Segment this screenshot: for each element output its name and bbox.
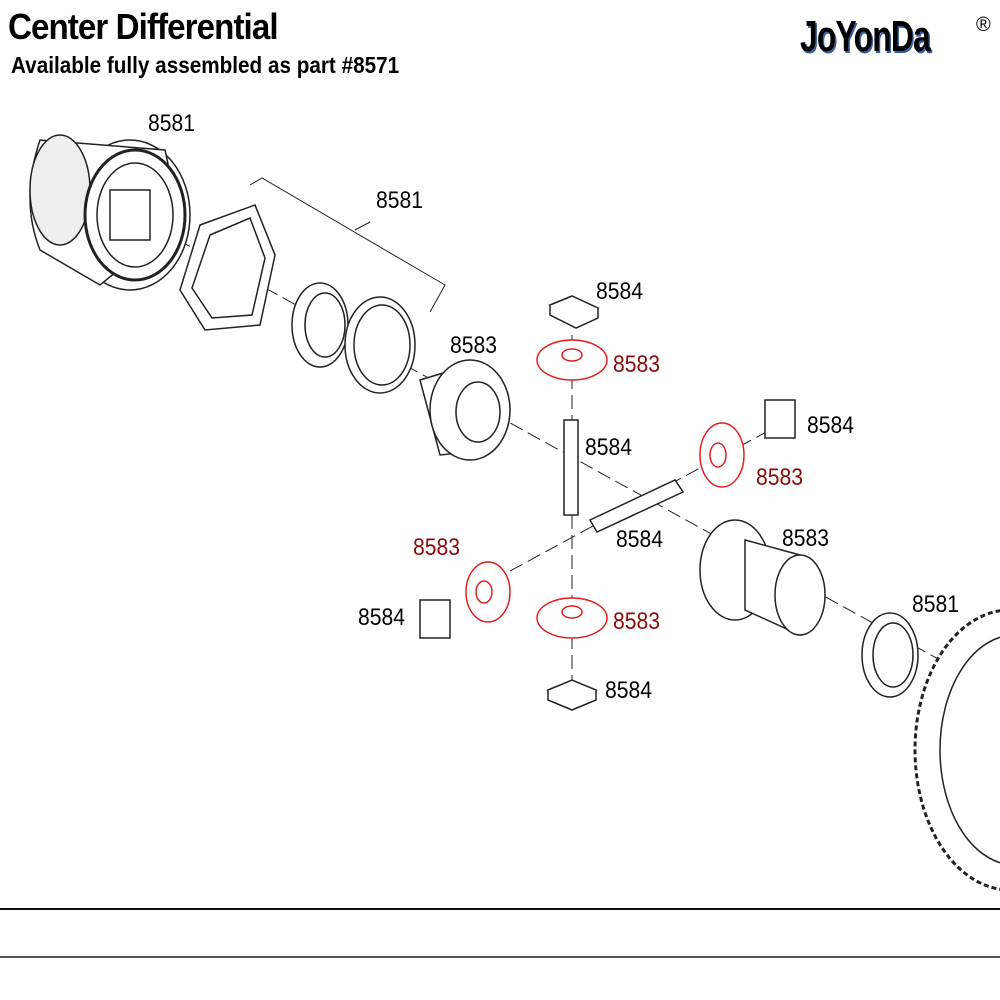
group-bracket [249, 177, 446, 313]
page-title: Center Differential [8, 6, 279, 47]
callout-label: 8584 [596, 278, 643, 305]
callout-label-highlighted: 8583 [613, 351, 660, 378]
registered-mark: ® [976, 14, 991, 36]
shim-washer [344, 296, 416, 394]
callout-label: 8581 [912, 591, 959, 618]
callout-label-highlighted: 8583 [756, 464, 803, 491]
callout-label: 8584 [358, 604, 405, 631]
page-subtitle: Available fully assembled as part #8571 [11, 52, 400, 78]
bevel-gear-left [419, 359, 511, 461]
callout-label: 8583 [450, 332, 497, 359]
divider-line [0, 908, 1000, 910]
callout-label-highlighted: 8583 [613, 608, 660, 635]
seal-ring [291, 282, 349, 368]
cross-pin-diagonal [588, 479, 685, 533]
thrust-washers [419, 295, 796, 711]
callout-label: 8583 [782, 525, 829, 552]
callout-label: 8581 [376, 187, 423, 214]
callout-label-highlighted: 8583 [413, 534, 460, 561]
seal-ring-right [861, 612, 919, 698]
bevel-gear-right [699, 519, 826, 637]
callout-label: 8584 [585, 434, 632, 461]
divider-line [0, 956, 1000, 958]
callout-label: 8584 [616, 526, 663, 553]
callout-label: 8584 [807, 412, 854, 439]
spur-gear [913, 609, 1000, 891]
brand-logo: JoYonDa [800, 12, 931, 61]
cross-pin-vertical [563, 419, 579, 516]
callout-label: 8584 [605, 677, 652, 704]
callout-label: 8581 [148, 110, 195, 137]
diff-housing [29, 134, 191, 291]
gasket [179, 204, 276, 331]
spider-gears [465, 339, 745, 639]
